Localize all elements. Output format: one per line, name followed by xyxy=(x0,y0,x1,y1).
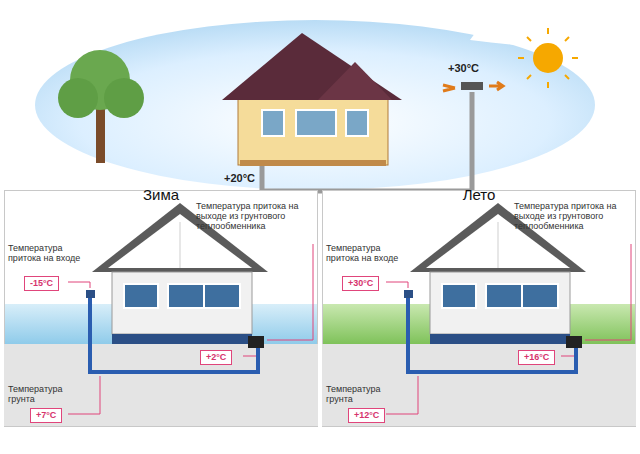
callout-label: Температура притока на выходе из грунтов… xyxy=(514,201,626,231)
summer-panel-art xyxy=(322,191,636,427)
temperature-text: +7°C xyxy=(36,410,56,421)
temperature-text: +12°C xyxy=(354,410,379,421)
temperature-text: +30°C xyxy=(348,278,373,289)
temperature-value: +7°C xyxy=(30,408,62,423)
winter-panel-art xyxy=(4,191,318,427)
temperature-text: +16°C xyxy=(524,352,549,363)
callout-label: Температура притока на выходе из грунтов… xyxy=(196,201,308,231)
callout-label: Температура притока на входе xyxy=(8,243,90,263)
callout-label: Температура грунта xyxy=(8,384,78,404)
temperature-value: +12°C xyxy=(348,408,385,423)
temperature-label: +20°C xyxy=(224,172,260,184)
temperature-text: +2°C xyxy=(206,352,226,363)
temperature-value: +30°C xyxy=(342,276,379,291)
season-panel: Зима-15°C+2°C+7°C xyxy=(4,190,318,452)
temperature-value: +16°C xyxy=(518,350,555,365)
top-scene xyxy=(35,18,595,192)
callout-label: Температура притока на входе xyxy=(326,243,408,263)
temperature-text: -15°C xyxy=(30,278,53,289)
season-panel: Лето+30°C+16°C+12°C xyxy=(322,190,636,452)
temperature-label: +30°C xyxy=(448,62,488,74)
season-caption: Лето xyxy=(322,186,636,203)
season-caption: Зима xyxy=(4,186,318,203)
callout-label: Температура грунта xyxy=(326,384,396,404)
temperature-value: +2°C xyxy=(200,350,232,365)
temperature-value: -15°C xyxy=(24,276,59,291)
